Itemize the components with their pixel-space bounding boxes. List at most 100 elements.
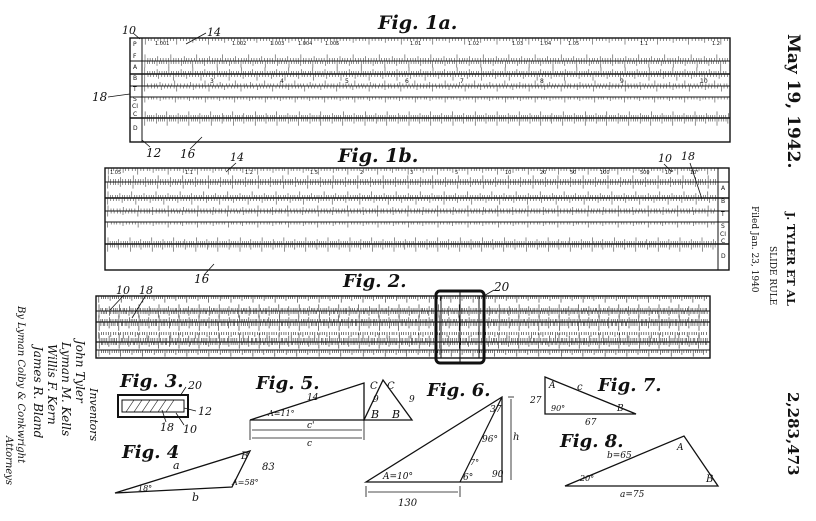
fig-1a-scale-B: B	[133, 75, 137, 82]
fig-5-triangle-left	[249, 382, 365, 421]
ref-14-1b: 14	[230, 151, 244, 164]
fig-1a-number: 1.001	[155, 41, 169, 47]
fig-8-label: b=65	[607, 451, 632, 461]
ref-10-fig2: 10	[116, 284, 130, 297]
fig-3-cursor-section	[117, 394, 189, 418]
fig-1b-number: 10³	[665, 170, 673, 176]
fig-1a-b-numbers: 3 4 5 6 7 8 9 10	[210, 78, 708, 85]
fig-4-triangle	[114, 449, 252, 494]
fig-1a-b-number: 10	[700, 78, 708, 85]
inventor-name: Willis F. Kern	[45, 344, 59, 425]
fig-4-title: Fig. 4	[121, 442, 179, 463]
fig-5-label: c'	[307, 421, 315, 431]
fig-1a-number: 1.2	[712, 41, 720, 47]
ref-10: 10	[122, 24, 136, 37]
fig-7-label: 27	[529, 396, 542, 406]
fig-6-label: A=10°	[382, 472, 413, 482]
fig-1a-number: 1.003	[270, 41, 284, 47]
fig-1a-scale-C: C	[133, 111, 137, 118]
fig-1a-b-number: 7	[460, 78, 464, 85]
fig-1a-number: 1.1	[640, 41, 648, 47]
fig-1a-scale-CI: CI	[132, 103, 138, 110]
fig-2-cursor	[434, 289, 486, 365]
fig-2-title: Fig. 2.	[342, 271, 407, 292]
fig-1b-number: 50	[570, 170, 576, 176]
fig-1b-scale-C: C	[721, 238, 725, 245]
fig-8: Fig. 8. b=65 A 20° a=75 B	[559, 431, 720, 500]
ref-12-fig3: 12	[198, 405, 212, 418]
fig-5-label: C	[370, 381, 378, 392]
fig-1a: Fig. 1a. P F A B T S CI C D 1.001 1.002 …	[92, 12, 731, 161]
fig-7-title: Fig. 7.	[597, 375, 662, 396]
fig-8-triangle	[564, 435, 720, 487]
fig-4: Fig. 4 a b B 83 18° A=58°	[114, 442, 275, 504]
fig-7-label: 90°	[551, 404, 565, 413]
fig-2: Fig. 2. 10 18 20	[95, 271, 711, 365]
fig-1b-scale-B: B	[721, 198, 725, 205]
fig-6-label: 96°	[482, 435, 498, 445]
fig-1a-rule-body	[129, 37, 731, 143]
fig-1b-scale-S: S	[721, 223, 725, 230]
fig-7-label: 67	[585, 418, 597, 428]
fig-1b-number: 1.1	[185, 170, 193, 176]
ref-18: 18	[92, 90, 108, 104]
fig-5-label: 9	[409, 395, 415, 405]
fig-1a-b-number: 5	[345, 78, 349, 85]
fig-6-label: 6°	[463, 473, 473, 483]
patent-filed: Filed Jan. 23, 1940	[749, 206, 759, 293]
ref-18-1b: 18	[681, 150, 695, 163]
fig-1a-top-numbers: 1.001 1.002 1.003 1.004 1.005 1.01 1.02 …	[155, 41, 720, 47]
fig-5-label: B	[370, 408, 379, 421]
fig-5-triangle-right	[362, 378, 414, 421]
inventor-name: John Tyler	[73, 337, 87, 404]
fig-1a-b-number: 8	[540, 78, 544, 85]
fig-1b-tick-marks	[107, 168, 716, 252]
fig-5: Fig. 5. 14 A=11° C C 9 9 B B c' c	[249, 373, 415, 449]
fig-6-label: 130	[398, 498, 418, 509]
fig-1b-number: 500	[640, 170, 650, 176]
fig-1b-number: 1.5	[310, 170, 318, 176]
fig-1a-scale-S: S	[133, 96, 137, 103]
fig-5-label: 9	[373, 395, 379, 405]
fig-7-label: c	[577, 382, 583, 393]
patent-date: May 19, 1942.	[783, 34, 803, 168]
fig-1a-scale-F: F	[133, 53, 137, 60]
fig-4-label: 18°	[138, 484, 152, 493]
inventor-name: Lyman M. Kells	[59, 341, 73, 436]
fig-1b-scale-A: A	[721, 185, 726, 192]
ref-16-1b: 16	[194, 272, 210, 286]
fig-3: Fig. 3. 20 12 18 10	[117, 371, 212, 436]
fig-4-label: B	[240, 451, 248, 462]
fig-4-label: A=58°	[231, 478, 259, 487]
fig-1b-number: 5	[455, 170, 458, 176]
fig-1b-rule-body	[104, 167, 730, 271]
patent-header: May 19, 1942. J. TYLER ET AL SLIDE RULE …	[749, 34, 803, 476]
fig-6: Fig. 6. 37 96° h 7° 6° 90 A=10° 130	[363, 380, 519, 509]
fig-3-title: Fig. 3.	[119, 371, 184, 392]
fig-6-label: 37	[490, 405, 502, 415]
fig-6-triangle	[363, 395, 503, 483]
fig-1b-number: 3	[410, 170, 413, 176]
fig-7-label: B	[616, 404, 624, 414]
fig-4-label: 83	[262, 462, 275, 473]
fig-1a-b-number: 6	[405, 78, 409, 85]
fig-1b-number: 100	[600, 170, 610, 176]
fig-4-label: a	[173, 459, 180, 472]
fig-6-label: 7°	[470, 458, 479, 467]
fig-1a-number: 1.04	[540, 41, 551, 47]
fig-1b: Fig. 1b. A B T S CI C D 1.05 1.1 1.2 1.5…	[104, 145, 730, 286]
inventors-label: Inventors	[87, 387, 100, 442]
fig-8-label: A	[676, 443, 684, 453]
fig-7-label: A	[548, 381, 556, 391]
fig-1a-scale-T: T	[132, 86, 137, 93]
fig-7-triangle	[544, 376, 637, 415]
fig-1b-title: Fig. 1b.	[337, 145, 418, 167]
patent-number: 2,283,473	[784, 392, 802, 476]
fig-1a-number: 1.004	[298, 41, 312, 47]
fig-6-label: h	[513, 432, 519, 443]
inventor-signatures: Inventors John Tyler Lyman M. Kells Will…	[3, 305, 100, 485]
ref-20-fig2: 20	[493, 280, 510, 294]
ref-10-fig3: 10	[183, 423, 197, 436]
fig-2-rule-body	[95, 295, 711, 359]
